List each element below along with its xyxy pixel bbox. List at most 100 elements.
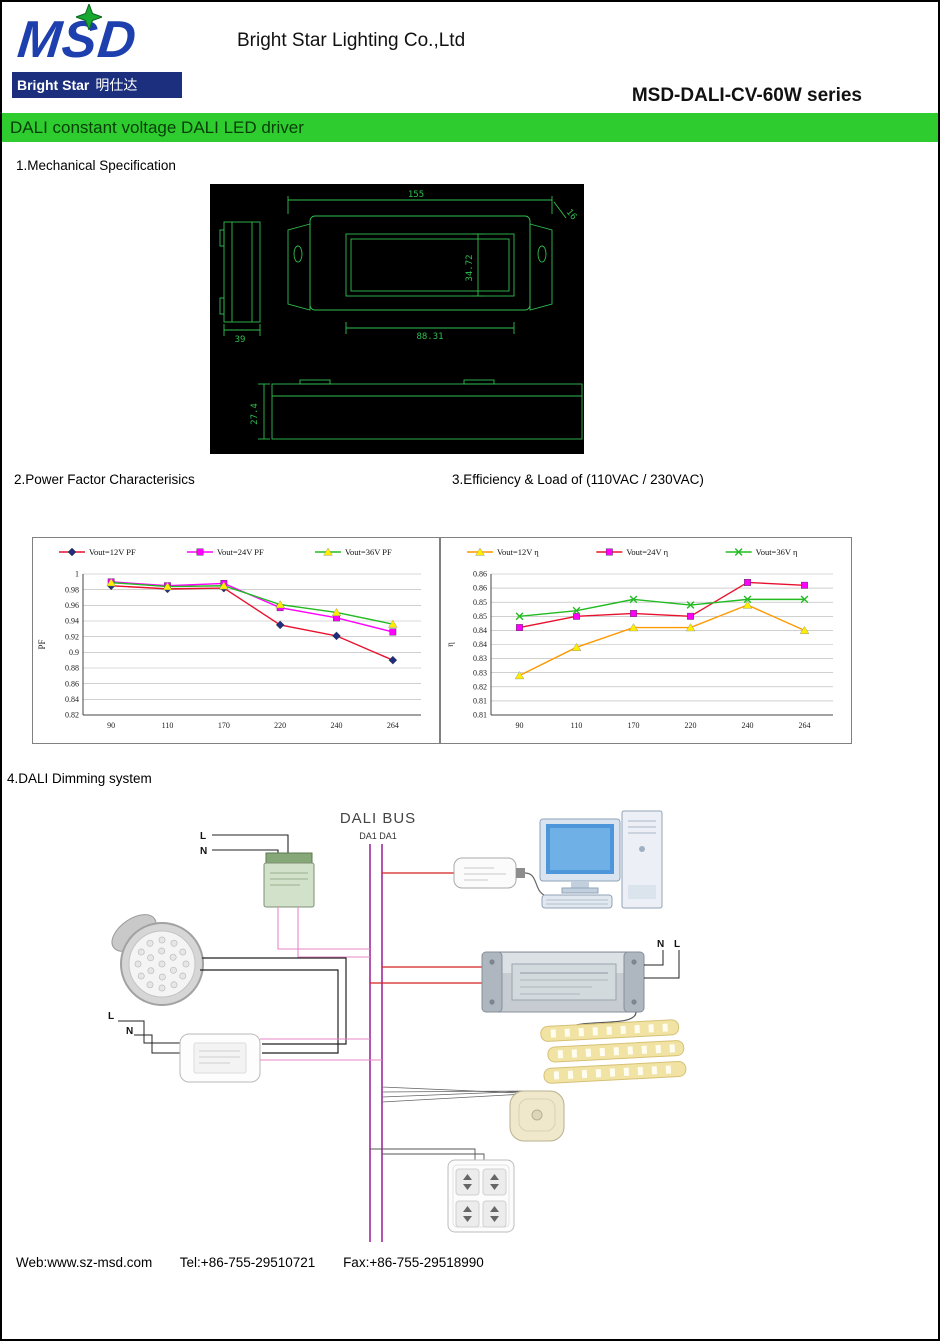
svg-text:110: 110 xyxy=(162,721,174,730)
lamp-l-label: L xyxy=(108,1011,114,1022)
section-title-mechanical: 1.Mechanical Specification xyxy=(16,158,176,173)
svg-text:0.83: 0.83 xyxy=(473,668,487,677)
dali-usb-interface xyxy=(382,857,545,896)
mechanical-drawing: 155 16 34.72 88.31 39 27.4 xyxy=(210,184,584,454)
svg-text:264: 264 xyxy=(799,721,811,730)
dali-dimming-diagram: DALI BUS DA1 DA1 L N xyxy=(108,810,687,1242)
footer-fax: Fax:+86-755-29518990 xyxy=(343,1255,484,1270)
svg-text:0.81: 0.81 xyxy=(473,697,487,706)
dim-total-width: 155 xyxy=(408,190,424,200)
svg-text:240: 240 xyxy=(331,721,343,730)
series-name: MSD-DALI-CV-60W series xyxy=(631,85,862,106)
dali-wire-pink-2 xyxy=(297,907,370,958)
svg-text:1: 1 xyxy=(75,570,79,579)
switch-button-1 xyxy=(455,1168,480,1196)
lamp-driver: L N xyxy=(108,1011,382,1083)
svg-text:0.81: 0.81 xyxy=(473,711,487,720)
arrow-down-icon xyxy=(463,1184,472,1190)
switch-button-4 xyxy=(482,1200,507,1228)
svg-text:Vout=36V PF: Vout=36V PF xyxy=(345,547,392,557)
svg-text:170: 170 xyxy=(628,721,640,730)
wall-switch xyxy=(370,1148,515,1233)
arrow-down-icon xyxy=(463,1216,472,1222)
computer-tower xyxy=(621,810,663,909)
svg-text:0.9: 0.9 xyxy=(69,648,79,657)
svg-text:η: η xyxy=(445,642,455,647)
logo-brand: Bright Star xyxy=(17,77,90,93)
svg-text:220: 220 xyxy=(274,721,286,730)
footer: Web:www.sz-msd.com Tel:+86-755-29510721 … xyxy=(16,1255,508,1270)
driver-n-label: N xyxy=(657,939,664,950)
svg-text:264: 264 xyxy=(387,721,399,730)
led-strip xyxy=(540,1019,687,1084)
lamp-n-label: N xyxy=(126,1026,133,1037)
svg-text:0.86: 0.86 xyxy=(473,570,487,579)
da1-terminal-labels: DA1 DA1 xyxy=(359,831,397,841)
dim-depth: 39 xyxy=(235,335,246,345)
svg-text:0.98: 0.98 xyxy=(65,585,79,594)
logo-brand-cn: 明仕达 xyxy=(95,77,138,93)
dali-master-module xyxy=(263,852,370,958)
ceiling-sensor xyxy=(381,1086,565,1142)
svg-text:Vout=24V η: Vout=24V η xyxy=(626,547,668,557)
svg-text:0.94: 0.94 xyxy=(65,617,79,626)
dali-bus-title: DALI BUS xyxy=(340,810,416,827)
svg-text:PF: PF xyxy=(37,639,47,649)
arrow-down-icon xyxy=(490,1184,499,1190)
svg-text:Vout=36V η: Vout=36V η xyxy=(756,547,798,557)
computer-keyboard xyxy=(541,894,613,909)
mechanical-dimensions: 155 16 34.72 88.31 39 27.4 xyxy=(235,190,579,425)
section-title-efficiency: 3.Efficiency & Load of (110VAC / 230VAC) xyxy=(452,472,704,487)
strip-driver: N L xyxy=(370,939,680,1013)
mains-n-label: N xyxy=(200,846,207,857)
svg-text:170: 170 xyxy=(218,721,230,730)
svg-text:90: 90 xyxy=(516,721,524,730)
usb-plug xyxy=(516,868,525,878)
svg-text:Vout=24V PF: Vout=24V PF xyxy=(217,547,264,557)
downlight-wire-2 xyxy=(200,969,339,1054)
svg-text:110: 110 xyxy=(571,721,583,730)
computer xyxy=(539,810,663,909)
svg-text:0.84: 0.84 xyxy=(65,695,79,704)
arrow-down-icon xyxy=(490,1216,499,1222)
product-banner: DALI constant voltage DALI LED driver xyxy=(2,113,938,142)
downlight-wire-1 xyxy=(202,957,347,1045)
footer-web: Web:www.sz-msd.com xyxy=(16,1255,153,1270)
svg-text:0.84: 0.84 xyxy=(473,640,487,649)
driver-l-label: L xyxy=(674,939,680,950)
star-icon xyxy=(76,4,102,30)
svg-text:Vout=12V PF: Vout=12V PF xyxy=(89,547,136,557)
switch-button-2 xyxy=(482,1168,507,1196)
dim-inner-width: 88.31 xyxy=(416,332,443,342)
switch-button-3 xyxy=(455,1200,480,1228)
dim-corner: 16 xyxy=(564,208,579,223)
svg-text:Vout=12V η: Vout=12V η xyxy=(497,547,539,557)
svg-text:0.85: 0.85 xyxy=(473,612,487,621)
svg-text:0.82: 0.82 xyxy=(473,682,487,691)
arrow-up-icon xyxy=(490,1174,499,1180)
arrow-up-icon xyxy=(463,1174,472,1180)
svg-text:240: 240 xyxy=(742,721,754,730)
led-downlight xyxy=(111,914,347,1054)
dim-side-height: 27.4 xyxy=(250,403,260,425)
svg-text:0.92: 0.92 xyxy=(65,632,79,641)
mains-input: L N xyxy=(200,831,289,857)
svg-text:0.84: 0.84 xyxy=(473,626,487,635)
mechanical-outline xyxy=(219,196,583,440)
section-title-power-factor: 2.Power Factor Characterisics xyxy=(14,472,195,487)
dim-height: 34.72 xyxy=(465,254,475,281)
usb-cable xyxy=(524,872,545,896)
mechanical-drawing-svg: 155 16 34.72 88.31 39 27.4 xyxy=(219,190,583,440)
mains-l-label: L xyxy=(200,831,206,842)
svg-text:0.82: 0.82 xyxy=(65,711,79,720)
svg-text:0.83: 0.83 xyxy=(473,654,487,663)
dali-wire-pink-1 xyxy=(277,907,370,950)
section-title-dali: 4.DALI Dimming system xyxy=(7,771,152,786)
footer-tel: Tel:+86-755-29510721 xyxy=(179,1255,316,1270)
arrow-up-icon xyxy=(490,1206,499,1212)
